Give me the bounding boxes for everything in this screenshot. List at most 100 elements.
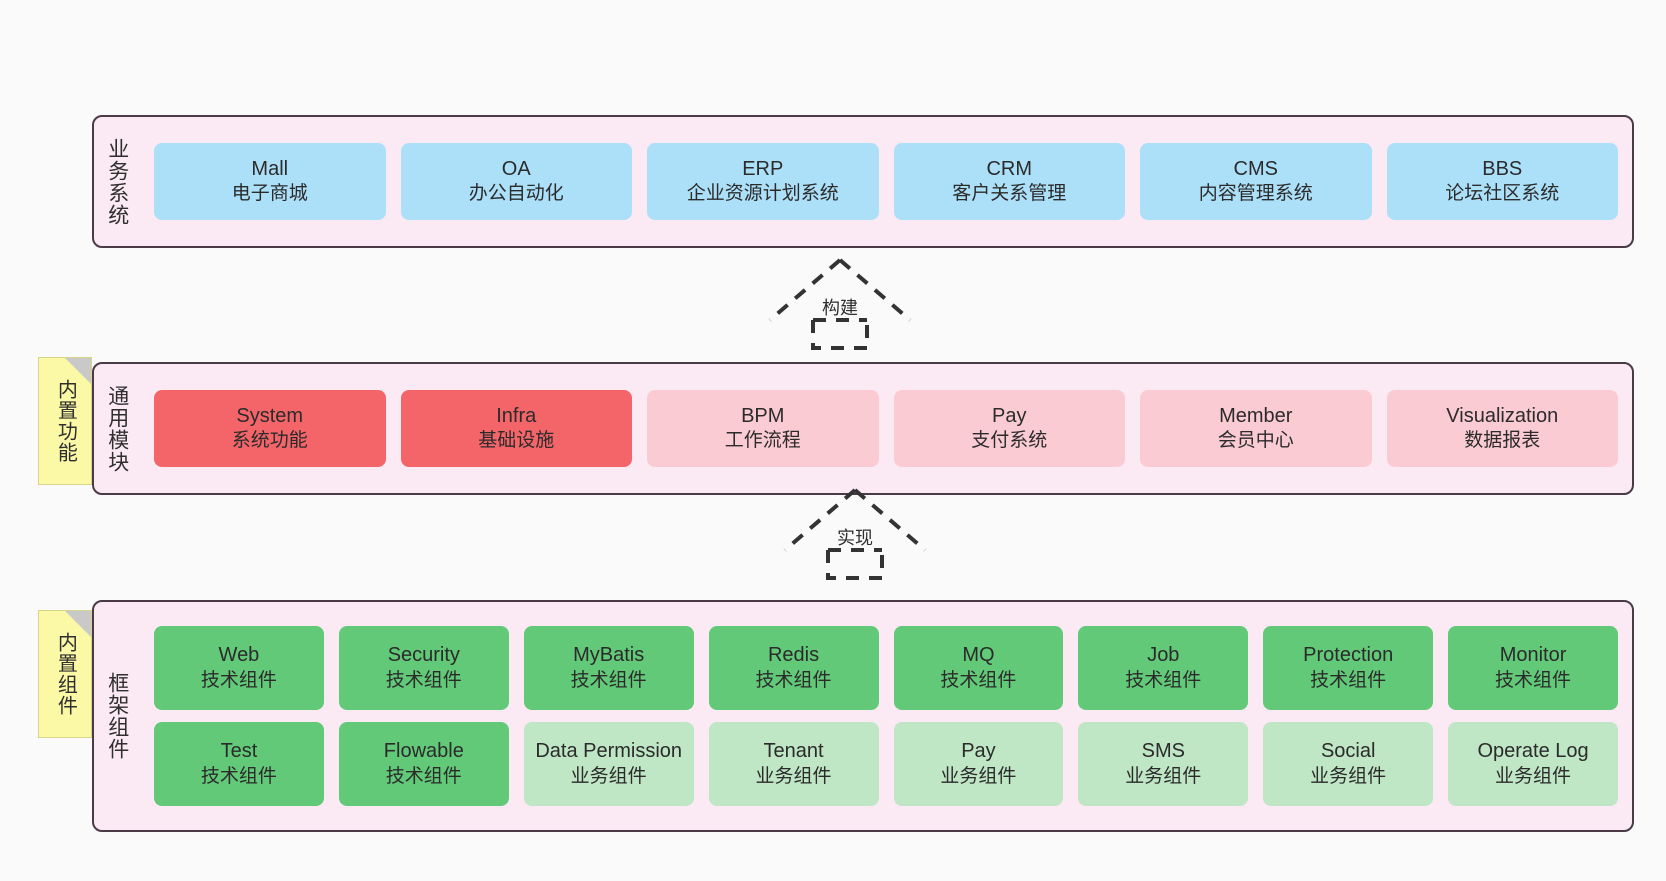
dashed-arrow-up-icon: [783, 488, 927, 580]
node-title: Flowable: [383, 740, 464, 763]
node-title: Monitor: [1499, 644, 1567, 667]
node-security[interactable]: Security 技术组件: [338, 626, 509, 710]
node-title: CRM: [986, 157, 1033, 180]
node-pay-component[interactable]: Pay 业务组件: [893, 722, 1064, 806]
node-system[interactable]: System 系统功能: [154, 390, 386, 467]
folded-corner-icon: [65, 358, 91, 384]
cell-row: Test 技术组件 Flowable 技术组件 Data Permission …: [154, 722, 1618, 806]
node-title: Visualization: [1446, 404, 1559, 427]
node-visualization[interactable]: Visualization 数据报表: [1386, 390, 1618, 467]
node-subtitle: 内容管理系统: [1198, 183, 1313, 205]
node-subtitle: 系统功能: [231, 430, 308, 452]
node-redis[interactable]: Redis 技术组件: [708, 626, 879, 710]
node-title: MyBatis: [573, 644, 645, 667]
layer-title-business-system: 业务系统: [105, 137, 129, 226]
node-subtitle: 支付系统: [971, 430, 1048, 452]
node-title: Mall: [251, 157, 289, 180]
node-title: BBS: [1482, 157, 1523, 180]
node-subtitle: 技术组件: [385, 765, 462, 787]
cell-row: System 系统功能 Infra 基础设施 BPM 工作流程 Pay 支付系统…: [154, 390, 1618, 467]
connector-build: 构建: [765, 258, 915, 350]
node-pay-module[interactable]: Pay 支付系统: [893, 390, 1125, 467]
node-subtitle: 业务组件: [1125, 765, 1202, 787]
node-title: Protection: [1303, 644, 1394, 667]
node-data-permission[interactable]: Data Permission 业务组件: [523, 722, 694, 806]
node-job[interactable]: Job 技术组件: [1078, 626, 1249, 710]
node-title: OA: [501, 157, 531, 180]
node-subtitle: 业务组件: [570, 765, 647, 787]
node-title: Test: [220, 740, 258, 763]
connector-label-implement: 实现: [837, 528, 873, 548]
node-title: SMS: [1141, 740, 1185, 763]
node-subtitle: 技术组件: [385, 669, 462, 691]
layer-title-framework-components: 框架组件: [105, 672, 129, 760]
layer-body-framework-components: Web 技术组件 Security 技术组件 MyBatis 技术组件 Redi…: [140, 602, 1632, 830]
node-subtitle: 技术组件: [200, 669, 277, 691]
node-subtitle: 数据报表: [1464, 430, 1541, 452]
node-subtitle: 业务组件: [940, 765, 1017, 787]
node-flowable[interactable]: Flowable 技术组件: [338, 722, 509, 806]
sticky-note-builtin-features: 内置功能: [38, 357, 92, 485]
node-subtitle: 企业资源计划系统: [686, 183, 839, 205]
node-infra[interactable]: Infra 基础设施: [400, 390, 632, 467]
connector-label-build: 构建: [822, 298, 858, 318]
node-subtitle: 技术组件: [755, 669, 832, 691]
node-subtitle: 技术组件: [570, 669, 647, 691]
layer-framework-components: 框架组件 Web 技术组件 Security 技术组件 MyBatis 技术组件…: [92, 600, 1634, 832]
folded-corner-icon: [65, 611, 91, 637]
node-test[interactable]: Test 技术组件: [154, 722, 324, 806]
node-protection[interactable]: Protection 技术组件: [1263, 626, 1434, 710]
node-monitor[interactable]: Monitor 技术组件: [1448, 626, 1618, 710]
node-title: Security: [387, 644, 460, 667]
node-social[interactable]: Social 业务组件: [1263, 722, 1434, 806]
node-mq[interactable]: MQ 技术组件: [893, 626, 1064, 710]
node-title: CMS: [1233, 157, 1278, 180]
node-title: Pay: [961, 740, 996, 763]
node-subtitle: 业务组件: [1495, 765, 1572, 787]
node-crm[interactable]: CRM 客户关系管理: [893, 143, 1125, 220]
node-subtitle: 技术组件: [1310, 669, 1387, 691]
node-subtitle: 办公自动化: [468, 183, 564, 205]
node-subtitle: 技术组件: [940, 669, 1017, 691]
node-sms[interactable]: SMS 业务组件: [1078, 722, 1249, 806]
node-subtitle: 工作流程: [724, 430, 801, 452]
node-subtitle: 电子商城: [231, 183, 308, 205]
node-bbs[interactable]: BBS 论坛社区系统: [1386, 143, 1618, 220]
node-oa[interactable]: OA 办公自动化: [400, 143, 632, 220]
layer-body-business-system: Mall 电子商城 OA 办公自动化 ERP 企业资源计划系统 CRM 客户关系…: [140, 117, 1632, 246]
node-cms[interactable]: CMS 内容管理系统: [1140, 143, 1372, 220]
sticky-note-builtin-components: 内置组件: [38, 610, 92, 738]
node-title: Web: [218, 644, 260, 667]
layer-body-common-modules: System 系统功能 Infra 基础设施 BPM 工作流程 Pay 支付系统…: [140, 364, 1632, 493]
node-erp[interactable]: ERP 企业资源计划系统: [647, 143, 879, 220]
layer-title-common-modules: 通用模块: [105, 384, 129, 473]
cell-row: Mall 电子商城 OA 办公自动化 ERP 企业资源计划系统 CRM 客户关系…: [154, 143, 1618, 220]
node-title: Operate Log: [1477, 740, 1589, 763]
node-title: ERP: [742, 157, 784, 180]
layer-business-system: 业务系统 Mall 电子商城 OA 办公自动化 ERP 企业资源计划系统 CRM…: [92, 115, 1634, 248]
node-mybatis[interactable]: MyBatis 技术组件: [523, 626, 694, 710]
connector-implement: 实现: [780, 488, 930, 580]
node-subtitle: 技术组件: [1125, 669, 1202, 691]
node-bpm[interactable]: BPM 工作流程: [647, 390, 879, 467]
node-title: Pay: [992, 404, 1027, 427]
node-title: Job: [1147, 644, 1180, 667]
node-title: System: [236, 404, 304, 427]
node-title: Member: [1219, 404, 1293, 427]
node-member[interactable]: Member 会员中心: [1140, 390, 1372, 467]
node-mall[interactable]: Mall 电子商城: [154, 143, 386, 220]
node-title: Social: [1320, 740, 1376, 763]
cell-row: Web 技术组件 Security 技术组件 MyBatis 技术组件 Redi…: [154, 626, 1618, 710]
node-web[interactable]: Web 技术组件: [154, 626, 324, 710]
dashed-arrow-up-icon: [768, 258, 912, 350]
node-subtitle: 业务组件: [1310, 765, 1387, 787]
node-subtitle: 技术组件: [1495, 669, 1572, 691]
node-title: Infra: [496, 404, 537, 427]
layer-common-modules: 通用模块 System 系统功能 Infra 基础设施 BPM 工作流程 Pay…: [92, 362, 1634, 495]
node-subtitle: 会员中心: [1217, 430, 1294, 452]
node-tenant[interactable]: Tenant 业务组件: [708, 722, 879, 806]
node-title: Tenant: [763, 740, 824, 763]
node-operate-log[interactable]: Operate Log 业务组件: [1448, 722, 1618, 806]
node-subtitle: 业务组件: [755, 765, 832, 787]
